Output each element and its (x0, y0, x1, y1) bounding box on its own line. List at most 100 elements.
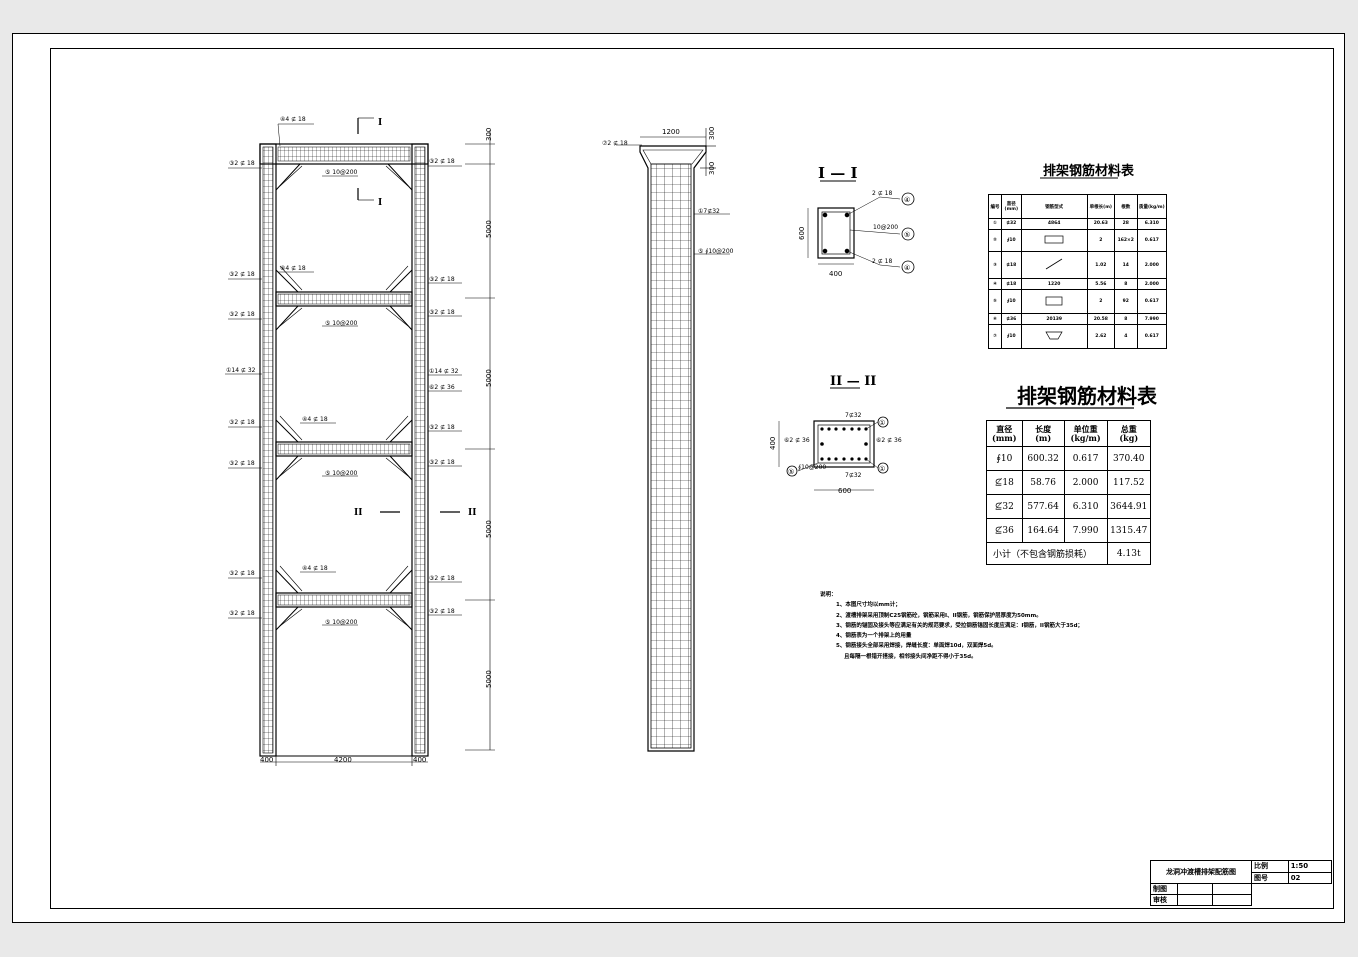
column-annotations: 1200 300 300 ⑦2 ⊈ 18 ①7⊈32 ⑤ ∮10@200 (602, 127, 734, 255)
label-bar5-1: ⑤ 10@200 (325, 169, 358, 176)
checked-by-label: 审核 (1150, 894, 1178, 906)
section-i-stirrup: 10@200 (873, 224, 898, 231)
beam-2 (275, 441, 413, 457)
notes: 说明： 1、本图尺寸均以mm计； 2、渡槽排架采用顶制C25钢筋砼，钢筋采用I、… (820, 590, 1083, 662)
t2-head-0: 直径 (mm) (986, 420, 1023, 447)
col-dim-1200: 1200 (662, 128, 680, 136)
label-bar3-l1: ③2 ⊈ 18 (229, 160, 255, 167)
drawing-name: 龙洞冲渡槽排架配筋图 (1150, 860, 1252, 884)
label-bar3-r2: ③2 ⊈ 18 (429, 276, 455, 283)
column-elevation (616, 128, 730, 752)
label-bar3-r1: ③2 ⊈ 18 (429, 158, 455, 165)
col-dim-300b: 300 (708, 162, 716, 175)
subtotal-row: 小计（不包含钢筋损耗） 4.13t (986, 542, 1152, 565)
frame-annotations: ④4 ⊈ 18 ③2 ⊈ 18 ③2 ⊈ 18 ⑤ 10@200 ③2 ⊈ 18… (226, 116, 493, 764)
section-i-mark-4b: ④ (904, 264, 910, 272)
bar-shape-7 (1045, 331, 1063, 339)
label-bar3-l7: ③2 ⊈ 18 (229, 610, 255, 617)
label-bar3-r6: ③2 ⊈ 18 (429, 575, 455, 582)
bar-shape-1: 4864 (1047, 221, 1061, 227)
dim-400-right: 400 (413, 756, 426, 764)
note-4: 4、钢筋表为一个排架上的用量 (836, 633, 912, 640)
section-ii-width: 600 (838, 487, 851, 495)
table2-title: 排架钢筋材料表 (1017, 384, 1158, 408)
drawn-by-date (1212, 883, 1252, 895)
label-bar6-r: ⑥2 ⊈ 36 (429, 384, 455, 391)
section-mark-ii-left: II (354, 508, 362, 518)
section-i-i (807, 180, 915, 274)
label-bar1-l: ①14 ⊈ 32 (226, 367, 256, 374)
col-dim-300a: 300 (708, 127, 716, 140)
label-bar3-r5: ③2 ⊈ 18 (429, 459, 455, 466)
label-bar1-r: ①14 ⊈ 32 (429, 368, 459, 375)
label-bar3-l3: ③2 ⊈ 18 (229, 311, 255, 318)
drawing-no-label: 图号 (1251, 871, 1289, 884)
label-bar4-top: ④4 ⊈ 18 (280, 116, 306, 123)
t1-head-4: 根数 (1113, 194, 1138, 219)
section-ii-top-bar: 7⊈32 (845, 412, 862, 419)
bar-shape-4: 1220 (1047, 281, 1061, 287)
label-bar3-r4: ③2 ⊈ 18 (429, 424, 455, 431)
label-bar5-2: ⑤ 10@200 (325, 320, 358, 327)
drawn-by-label: 制图 (1150, 883, 1178, 895)
section-ii-bot-bar: 7⊈32 (845, 472, 862, 479)
t2-head-1: 长度 (m) (1021, 420, 1065, 447)
label-bar4-3: ④4 ⊈ 18 (302, 416, 328, 423)
label-bar5-4: ⑤ 10@200 (325, 619, 358, 626)
section-i-mark-5: ⑤ (904, 231, 910, 239)
dim-5000-1: 5000 (485, 220, 493, 238)
t1-head-1: 直径(mm) (1001, 194, 1022, 219)
label-bar5-3: ⑤ 10@200 (325, 470, 358, 477)
subtotal-label: 小计（不包含钢筋损耗） (986, 542, 1108, 565)
t2-head-2: 单位重 (kg/m) (1063, 420, 1108, 447)
checked-by-date (1212, 894, 1252, 906)
beam-3 (275, 592, 413, 608)
section-ii-mark-1a: ① (879, 419, 885, 427)
dim-4200: 4200 (334, 756, 352, 764)
scale-label: 比例 (1251, 860, 1289, 873)
dim-5000-2: 5000 (485, 369, 493, 387)
title-block: 龙洞冲渡槽排架配筋图 比例 1:50 图号 02 制图 审核 (1150, 860, 1333, 906)
table1-title: 排架钢筋材料表 (1043, 163, 1135, 179)
section-i-height: 600 (798, 227, 806, 240)
dim-5000-4: 5000 (485, 670, 493, 688)
note-1: 1、本图尺寸均以mm计； (836, 602, 901, 609)
top-beam (259, 143, 429, 165)
note-2: 2、渡槽排架采用顶制C25钢筋砼，钢筋采用I、II钢筋，钢筋保护层厚度为50mm… (836, 612, 1042, 619)
t1-head-5: 质量(kg/m) (1136, 194, 1168, 219)
section-ii-left-bar: ⑥2 ⊈ 36 (784, 437, 810, 444)
section-i-width: 400 (829, 270, 842, 278)
note-3: 3、钢筋的锚固及接头等应满足有关的规范要求，受拉钢筋锚固长度应满足：I钢筋，II… (836, 622, 1084, 629)
dim-400-left: 400 (260, 756, 273, 764)
section-ii-ii-labels: II — II 7⊈32 7⊈32 ⑥2 ⊈ 36 ⑥2 ⊈ 36 ∮10@20… (769, 374, 902, 495)
bar-shape-5 (1045, 296, 1063, 306)
section-ii-right-bar: ⑥2 ⊈ 36 (876, 437, 902, 444)
label-bar3-r3: ③2 ⊈ 18 (429, 309, 455, 316)
drawing-no-value: 02 (1287, 871, 1333, 884)
section-ii-title: II — II (830, 374, 876, 389)
note-5: 5、钢筋接头全部采用焊接，焊缝长度：单面焊10d，双面焊5d。 (836, 643, 997, 650)
label-bar4-2: ④4 ⊈ 18 (280, 265, 306, 272)
subtotal-value: 4.13t (1106, 542, 1152, 565)
dim-300: 300 (485, 128, 493, 141)
scale-value: 1:50 (1287, 860, 1333, 873)
drawing-frame (50, 48, 1334, 909)
t2-head-3: 总重 (kg) (1106, 420, 1152, 447)
section-mark-i-top: I (378, 118, 382, 128)
section-i-i-labels: I — I 2 ⊈ 18 10@200 2 ⊈ 18 600 400 ④ ⑤ ④ (798, 164, 910, 278)
section-ii-height: 400 (769, 437, 777, 450)
beam-1 (275, 291, 413, 307)
t1-head-0: 编号 (987, 194, 1003, 219)
col-label-bar7: ⑦2 ⊈ 18 (602, 140, 628, 147)
dim-5000-3: 5000 (485, 520, 493, 538)
